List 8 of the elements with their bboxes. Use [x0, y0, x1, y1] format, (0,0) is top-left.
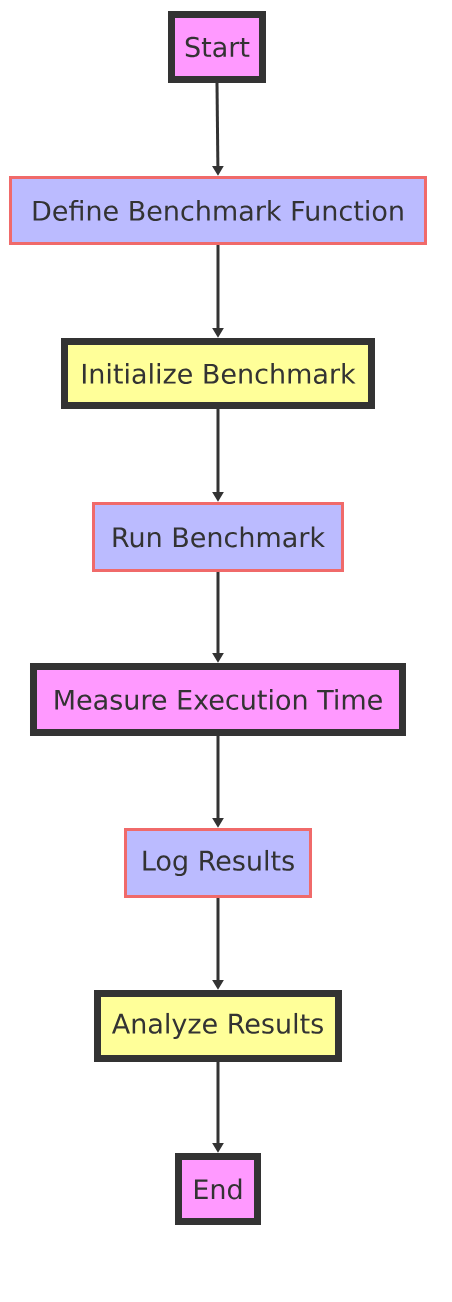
process-box: Run Benchmark: [92, 502, 344, 572]
process-box: End: [175, 1153, 261, 1225]
process-box: Initialize Benchmark: [61, 338, 375, 409]
process-box: Start: [168, 11, 266, 83]
process-box: Analyze Results: [94, 990, 342, 1062]
process-box: Measure Execution Time: [30, 663, 406, 736]
process-box: Log Results: [124, 828, 312, 898]
process-box: Define Benchmark Function: [9, 176, 427, 245]
